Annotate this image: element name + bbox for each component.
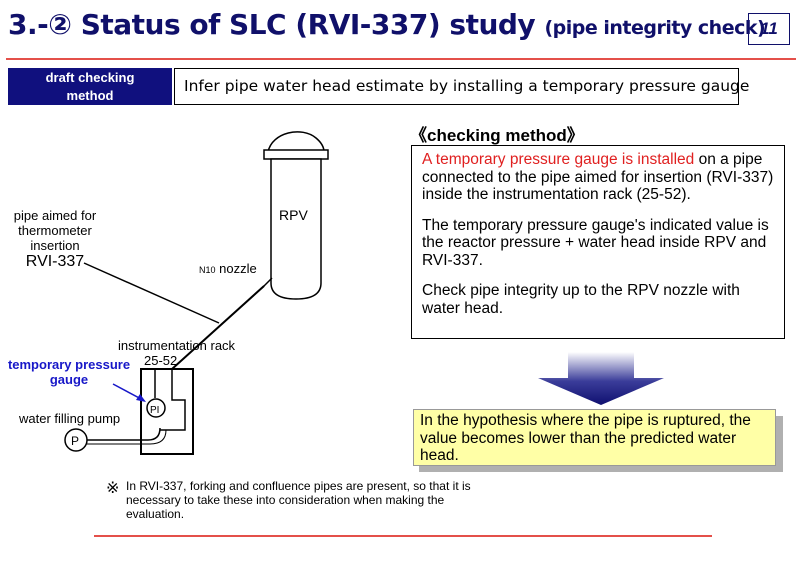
gauge-label-line2: gauge bbox=[49, 372, 89, 387]
gauge-label-line1: temporary pressure bbox=[7, 357, 131, 372]
pump-symbol: P bbox=[71, 434, 79, 448]
method-label: draft checking method bbox=[8, 68, 172, 105]
pressure-gauge-circle bbox=[146, 398, 166, 418]
page-number: 11 bbox=[748, 13, 790, 45]
pump-label: water filling pump bbox=[19, 411, 121, 426]
p1-rest: on a pipe connected to the pipe aimed fo… bbox=[422, 151, 774, 203]
nozzle-prefix: N10 bbox=[199, 265, 216, 275]
gauge-label: temporary pressure gauge bbox=[0, 357, 138, 387]
checking-method-p1: A temporary pressure gauge is installed … bbox=[422, 151, 776, 204]
pipe-label-line3: insertion bbox=[30, 238, 80, 253]
method-label-line1: draft checking bbox=[45, 70, 135, 85]
hypothesis-box: In the hypothesis where the pipe is rupt… bbox=[413, 409, 776, 466]
rpv-vessel bbox=[270, 158, 322, 300]
highlight-text: A temporary pressure gauge is installed bbox=[422, 151, 695, 168]
method-label-line2: method bbox=[66, 88, 114, 103]
pipe-label-leader bbox=[83, 262, 220, 324]
checking-method-box: A temporary pressure gauge is installed … bbox=[411, 145, 785, 339]
rpv-cap bbox=[267, 131, 325, 153]
checking-method-p2: The temporary pressure gauge's indicated… bbox=[422, 216, 769, 269]
rack-label: instrumentation rack 25-52 bbox=[118, 338, 235, 368]
rack-inner-pipe bbox=[160, 369, 186, 431]
rack-label-line1: instrumentation rack bbox=[118, 338, 236, 353]
pipe-rvi-337 bbox=[171, 285, 265, 370]
header-divider bbox=[6, 58, 796, 60]
checking-method-title: 《checking method》 bbox=[410, 126, 584, 145]
note-text: In RVI-337, forking and confluence pipes… bbox=[126, 479, 471, 521]
method-description: Infer pipe water head estimate by instal… bbox=[174, 68, 749, 105]
pipe-label-line2: thermometer bbox=[18, 223, 92, 238]
nozzle-text: nozzle bbox=[219, 261, 257, 276]
pressure-gauge-symbol: PI bbox=[150, 405, 159, 416]
nozzle-label: N10 nozzle bbox=[199, 261, 257, 278]
pump-pipe bbox=[87, 427, 161, 441]
rpv-flange bbox=[263, 149, 329, 160]
title-sub: (pipe integrity check) bbox=[544, 17, 766, 39]
page-title: 3.-② Status of SLC (RVI-337) study (pipe… bbox=[8, 8, 766, 41]
down-arrow bbox=[538, 352, 664, 405]
rack-label-line2: 25-52 bbox=[144, 353, 178, 368]
pipe-label: pipe aimed for thermometer insertion RVI… bbox=[12, 208, 98, 271]
rpv-label: RPV bbox=[279, 207, 308, 223]
title-main: 3.-② Status of SLC (RVI-337) study bbox=[8, 8, 536, 41]
checking-method-p3: Check pipe integrity up to the RPV nozzl… bbox=[422, 282, 740, 317]
pipe-label-line4: RVI-337 bbox=[25, 253, 85, 270]
pipe-label-line1: pipe aimed for bbox=[13, 208, 97, 223]
footer-divider bbox=[94, 535, 712, 537]
pump-pipe-inner bbox=[87, 429, 167, 445]
note-mark: ※ bbox=[106, 478, 120, 497]
gauge-pointer-arrowhead bbox=[136, 394, 146, 402]
